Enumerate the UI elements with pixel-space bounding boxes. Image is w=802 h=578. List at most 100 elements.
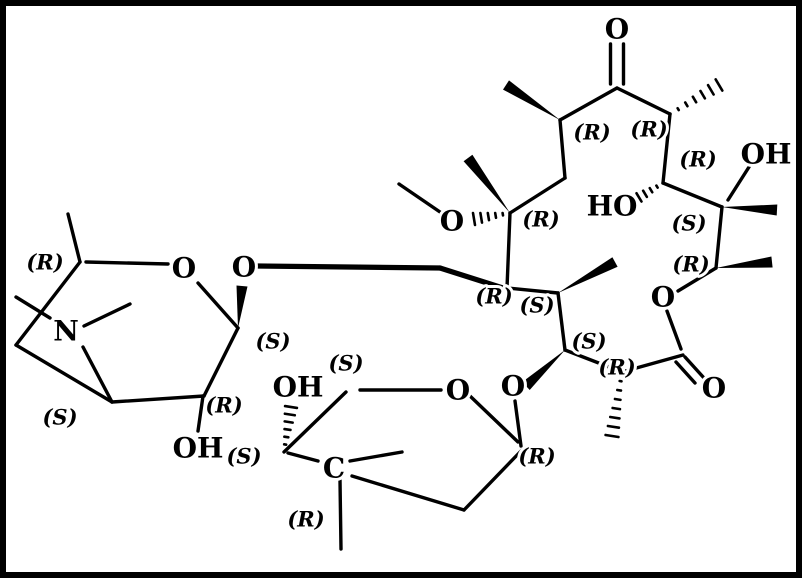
bond — [606, 424, 621, 430]
stereo-macro-c6: (R) — [522, 207, 559, 232]
bond — [522, 350, 565, 390]
bond — [196, 394, 205, 433]
cladinose-ring-oxygen-label: O — [446, 374, 470, 407]
bond — [699, 89, 707, 100]
bond — [14, 343, 114, 404]
stereo-macro-c10: (R) — [630, 117, 667, 142]
bond — [283, 435, 290, 439]
bond — [254, 263, 443, 271]
bond — [635, 191, 643, 203]
bond — [563, 348, 624, 374]
ketone-oxygen-label: O — [605, 13, 629, 46]
bond — [628, 194, 638, 208]
stereo-macro-c12: (S) — [671, 211, 706, 236]
desosamine-glycosidic-o-label: O — [232, 251, 256, 284]
bond — [722, 204, 778, 216]
bond — [558, 257, 618, 293]
canvas-background — [4, 4, 798, 574]
bond — [661, 181, 724, 209]
dimethylamino-nitrogen-label: N — [53, 315, 79, 348]
bond — [479, 211, 484, 224]
bond — [616, 388, 623, 392]
bond — [468, 394, 520, 444]
cladinose-carbon-label: C — [323, 452, 345, 485]
bond — [674, 360, 697, 385]
bond — [338, 478, 343, 551]
bond — [66, 212, 82, 264]
bond — [648, 186, 654, 194]
bond — [608, 415, 621, 420]
bond — [706, 83, 715, 96]
bond — [611, 406, 622, 411]
bond — [236, 285, 248, 328]
bond — [665, 309, 683, 351]
bond — [503, 80, 560, 120]
stereo-desosamine-c1: (S) — [255, 329, 290, 354]
bond — [283, 412, 297, 417]
bond — [348, 450, 404, 463]
stereo-desosamine-c5: (R) — [26, 250, 63, 275]
bond — [714, 78, 724, 92]
c12-hydroxyl-label: OH — [741, 138, 792, 171]
cladinose-glycosidic-o-label: O — [501, 370, 525, 403]
desosamine-ring-oxygen-label: O — [172, 252, 196, 285]
bond — [613, 397, 622, 402]
bond — [202, 326, 240, 398]
bond — [282, 390, 348, 454]
bond — [558, 118, 567, 180]
bond — [615, 86, 672, 116]
bond — [486, 211, 491, 222]
bond — [84, 260, 170, 266]
bond — [286, 451, 320, 463]
bond — [505, 211, 512, 290]
bond — [196, 281, 240, 330]
bond — [641, 189, 649, 199]
desosamine-hydroxyl-label: OH — [173, 432, 224, 465]
bond — [462, 448, 524, 512]
bond — [14, 295, 52, 320]
labels-layer: O OH HO O O O O O O O N OH OH C (R) (R) … — [23, 10, 794, 535]
bond — [463, 154, 510, 213]
methoxy-oxygen-label: O — [440, 205, 464, 238]
bond — [397, 182, 442, 214]
bond — [14, 260, 82, 347]
stereo-cladinose-c5: (S) — [328, 351, 363, 376]
bond — [691, 95, 698, 104]
bond — [716, 256, 773, 268]
stereo-macro-c8: (R) — [573, 120, 610, 145]
stereo-cladinose-c1: (R) — [518, 444, 555, 469]
stereo-macro-c3: (S) — [571, 329, 606, 354]
bond — [661, 112, 672, 185]
bond — [283, 427, 292, 432]
lactone-ester-oxygen-label: O — [651, 281, 675, 314]
bond — [714, 205, 724, 270]
bond — [493, 211, 498, 220]
stereo-cladinose-c4: (S) — [226, 444, 261, 469]
stereo-macro-c5: (R) — [475, 284, 512, 309]
bond — [655, 184, 659, 189]
bonds-layer — [14, 42, 778, 551]
bond — [676, 266, 718, 293]
bond — [683, 101, 689, 108]
bond — [471, 211, 477, 227]
bond — [350, 474, 466, 512]
c11-hydroxyl-label: HO — [587, 190, 638, 223]
bond — [82, 302, 132, 328]
stereo-desosamine-c3: (S) — [42, 405, 77, 430]
bond — [81, 345, 114, 404]
bond — [604, 433, 620, 439]
bond — [283, 404, 299, 410]
stereo-macro-c2: (R) — [598, 355, 635, 380]
bond — [620, 353, 685, 374]
stereo-macro-c13: (R) — [672, 252, 709, 277]
stereo-macro-c11: (R) — [679, 147, 716, 172]
bond — [556, 291, 567, 352]
bond — [513, 399, 523, 448]
stereo-cladinose-c3: (R) — [287, 507, 324, 532]
bond — [505, 286, 560, 295]
bond — [437, 265, 506, 291]
bond — [283, 420, 294, 424]
bond — [508, 176, 567, 215]
